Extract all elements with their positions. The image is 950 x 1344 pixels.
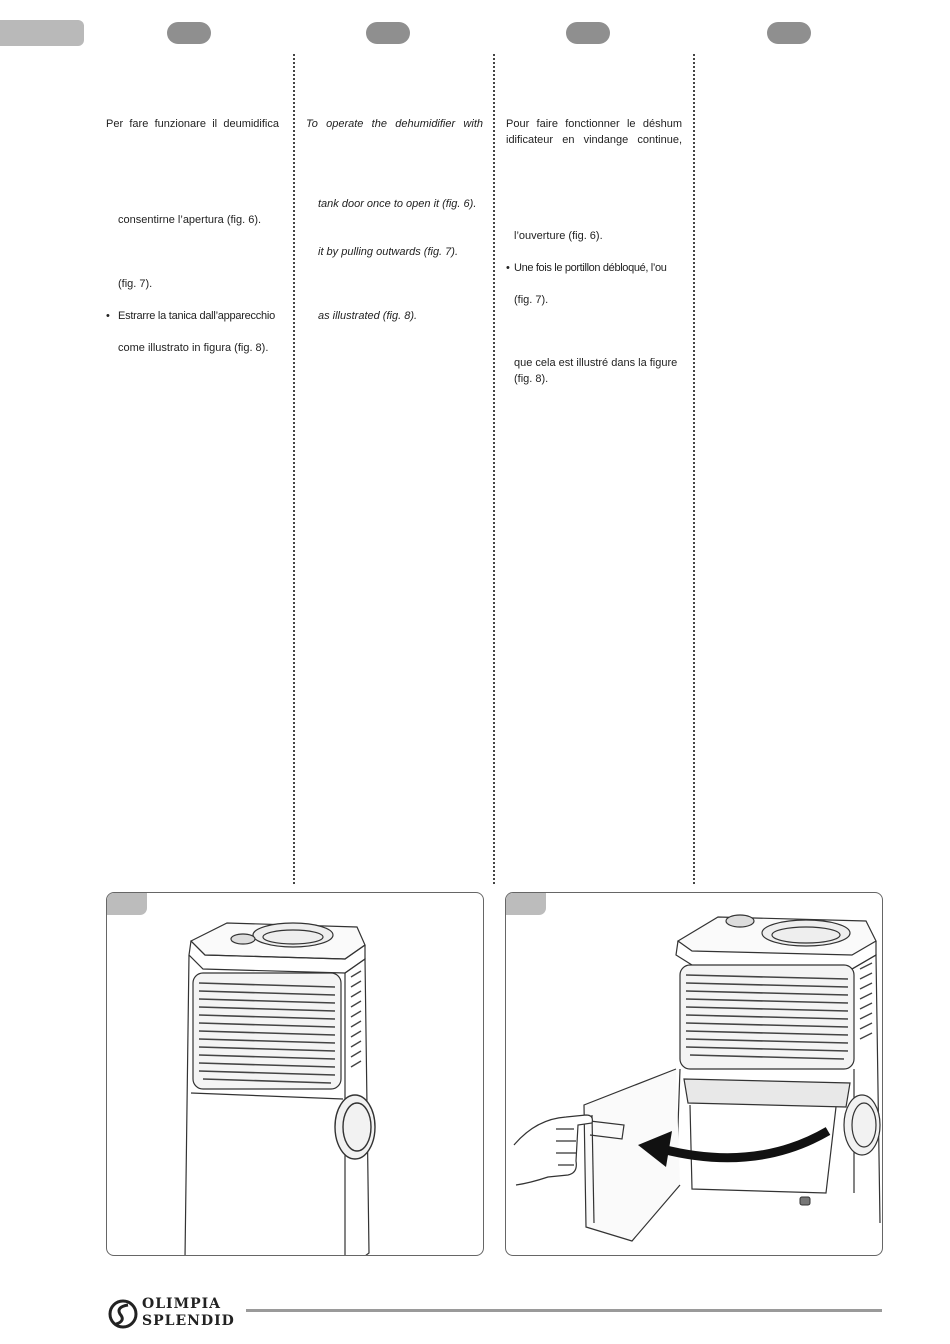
paragraph-line: Estrarre la tanica dall’apparecchio <box>118 310 275 322</box>
paragraph-line: Pour faire fonctionner le déshum <box>506 118 682 130</box>
page-tab <box>0 20 84 46</box>
figure-number-tag <box>506 893 546 915</box>
paragraph-line: que cela est illustré dans la figure <box>514 357 678 369</box>
brand-logo-icon <box>108 1299 138 1329</box>
paragraph-line: (fig. 7). <box>118 278 153 290</box>
paragraph-line: idificateur en vindange continue, <box>506 134 682 146</box>
paragraph-line: (fig. 7). <box>514 294 549 306</box>
column-divider <box>493 54 495 884</box>
footer-rule <box>246 1309 882 1312</box>
bullet: • <box>506 262 510 274</box>
brand-name-line1: OLIMPIA <box>142 1296 222 1312</box>
hand-illustration <box>513 1114 593 1186</box>
paragraph-line: as illustrated (fig. 8). <box>318 310 418 322</box>
column-divider <box>293 54 295 884</box>
brand-name-line2: SPLENDID <box>142 1313 235 1329</box>
dehumidifier-illustration <box>184 922 376 1276</box>
arrow-open <box>660 1127 831 1163</box>
language-pill-it <box>167 22 211 44</box>
paragraph-line: consentirne l’apertura (fig. 6). <box>118 214 262 226</box>
language-pill-fr <box>566 22 610 44</box>
paragraph-line: Per fare funzionare il deumidifica <box>106 118 279 130</box>
paragraph-line: come illustrato in figura (fig. 8). <box>118 342 269 354</box>
figure-door-opening <box>505 892 883 1256</box>
brand-logo: OLIMPIA SPLENDID <box>106 1296 246 1332</box>
paragraph-line: tank door once to open it (fig. 6). <box>318 198 477 210</box>
language-pill-en <box>366 22 410 44</box>
column-divider <box>693 54 695 884</box>
paragraph-line: l’ouverture (fig. 6). <box>514 230 603 242</box>
paragraph-line: To operate the dehumidifier with <box>306 118 483 130</box>
paragraph-line: it by pulling outwards (fig. 7). <box>318 246 459 258</box>
figure-dehumidifier-front <box>106 892 484 1276</box>
paragraph-line: (fig. 8). <box>514 373 549 385</box>
paragraph-line: Une fois le portillon débloqué, l’ou <box>514 262 667 274</box>
figure-number-tag <box>107 893 147 915</box>
bullet: • <box>106 310 110 322</box>
door-opening-illustration <box>513 914 881 1242</box>
language-pill-de <box>767 22 811 44</box>
